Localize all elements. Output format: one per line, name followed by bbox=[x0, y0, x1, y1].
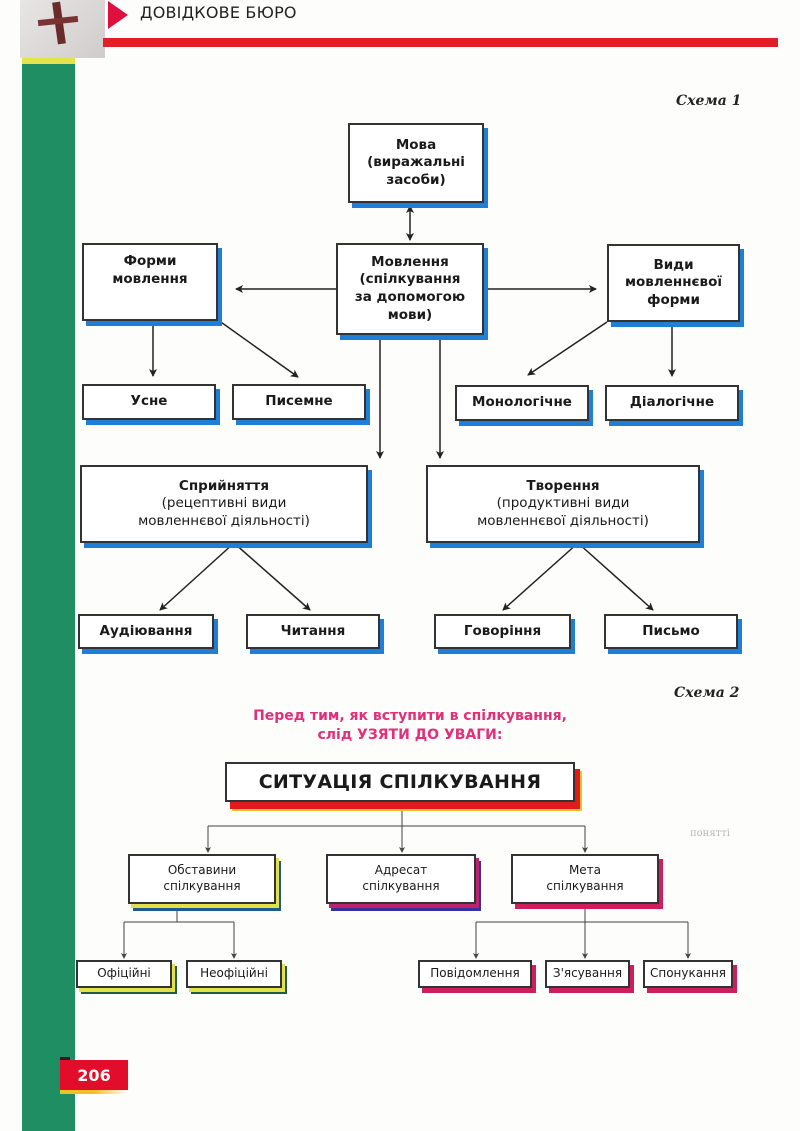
node-neofitsiini: Неофіційні bbox=[186, 960, 282, 988]
node-audiiuvannia: Аудіювання bbox=[78, 614, 214, 649]
node-dialogichne: Діалогічне bbox=[605, 385, 739, 421]
page-number: 206 bbox=[60, 1057, 128, 1094]
node-movlennia-line: Мовлення bbox=[371, 253, 449, 270]
node-spryiniattia-sub: (рецептивні види bbox=[161, 495, 287, 512]
to-chytannia-arrow bbox=[233, 542, 311, 611]
node-obstavyny-line: спілкування bbox=[163, 879, 241, 893]
header-triangle-icon bbox=[108, 1, 128, 29]
node-situation: СИТУАЦІЯ СПІЛКУВАННЯ bbox=[225, 762, 575, 802]
node-vydy-line: форми bbox=[647, 291, 700, 308]
node-mova-line: Мова bbox=[395, 136, 437, 153]
node-adresat: Адресат спілкування bbox=[326, 854, 476, 904]
node-monologichne: Монологічне bbox=[455, 385, 589, 421]
node-obstavyny: Обставини спілкування bbox=[128, 854, 276, 904]
section-title: ДОВІДКОВЕ БЮРО bbox=[140, 3, 297, 22]
scheme-1-label: Схема 1 bbox=[676, 93, 742, 109]
to-pysmo-arrow bbox=[577, 542, 654, 611]
node-formy-line: Форми bbox=[123, 253, 177, 269]
node-formy-line: мовлення bbox=[112, 270, 188, 287]
node-meta-line: Мета bbox=[568, 863, 602, 878]
side-color-bar bbox=[22, 58, 75, 1131]
node-povidomlennia: Повідомлення bbox=[418, 960, 532, 988]
node-spryiniattia: Сприйняття (рецептивні види мовленнєвої … bbox=[80, 465, 368, 543]
corner-illustration bbox=[20, 0, 105, 58]
scheme-2-label: Схема 2 bbox=[674, 685, 740, 701]
scheme-2-intro: Перед тим, як вступити в спілкування, сл… bbox=[200, 707, 620, 745]
header-rule bbox=[103, 38, 778, 47]
node-movlennia: Мовлення (спілкування за допомогою мови) bbox=[336, 243, 484, 335]
node-vydy-line: Види bbox=[653, 256, 694, 273]
node-vydy: Види мовленнєвої форми bbox=[607, 244, 740, 322]
node-mova: Мова (виражальні засоби) bbox=[348, 123, 484, 203]
node-hovorinnia: Говоріння bbox=[434, 614, 571, 649]
node-vydy-line: мовленнєвої bbox=[625, 274, 722, 291]
to-hovorinnia-arrow bbox=[502, 542, 579, 611]
node-spryiniattia-sub: мовленнєвої діяльності) bbox=[138, 512, 310, 529]
intro-line: слід УЗЯТИ ДО УВАГИ: bbox=[317, 726, 503, 743]
node-formy: Форми мовлення bbox=[82, 243, 218, 321]
to-monologichne-arrow bbox=[527, 321, 608, 376]
node-tvorennia: Творення (продуктивні види мовленнєвої д… bbox=[426, 465, 700, 543]
node-tvorennia-sub: мовленнєвої діяльності) bbox=[477, 512, 649, 529]
node-pysmo: Письмо bbox=[604, 614, 738, 649]
node-pysemne: Писемне bbox=[232, 384, 366, 420]
faint-background-text: понятті bbox=[690, 828, 730, 839]
node-adresat-line: спілкування bbox=[362, 879, 440, 893]
node-mova-line: (виражальні bbox=[367, 154, 465, 171]
node-tvorennia-sub: (продуктивні види bbox=[496, 495, 630, 512]
node-obstavyny-line: Обставини bbox=[167, 863, 237, 878]
node-chytannia: Читання bbox=[246, 614, 380, 649]
node-sponukannia: Спонукання bbox=[643, 960, 733, 988]
node-tvorennia-title: Творення bbox=[526, 477, 600, 494]
node-meta-line: спілкування bbox=[546, 879, 624, 893]
to-audiiuvannia-arrow bbox=[159, 542, 235, 611]
node-mova-line: засоби) bbox=[386, 171, 446, 188]
node-usne: Усне bbox=[82, 384, 216, 420]
node-ziasuvannia: З'ясування bbox=[545, 960, 630, 988]
intro-line: Перед тим, як вступити в спілкування, bbox=[253, 708, 567, 724]
node-meta: Мета спілкування bbox=[511, 854, 659, 904]
node-ofitsiini: Офіційні bbox=[76, 960, 172, 988]
node-adresat-line: Адресат bbox=[374, 863, 428, 878]
node-movlennia-line: мови) bbox=[387, 306, 433, 323]
to-pysemne-arrow bbox=[217, 319, 299, 378]
node-spryiniattia-title: Сприйняття bbox=[178, 477, 270, 494]
node-movlennia-line: (спілкування bbox=[359, 271, 461, 288]
node-movlennia-line: за допомогою bbox=[354, 289, 466, 305]
